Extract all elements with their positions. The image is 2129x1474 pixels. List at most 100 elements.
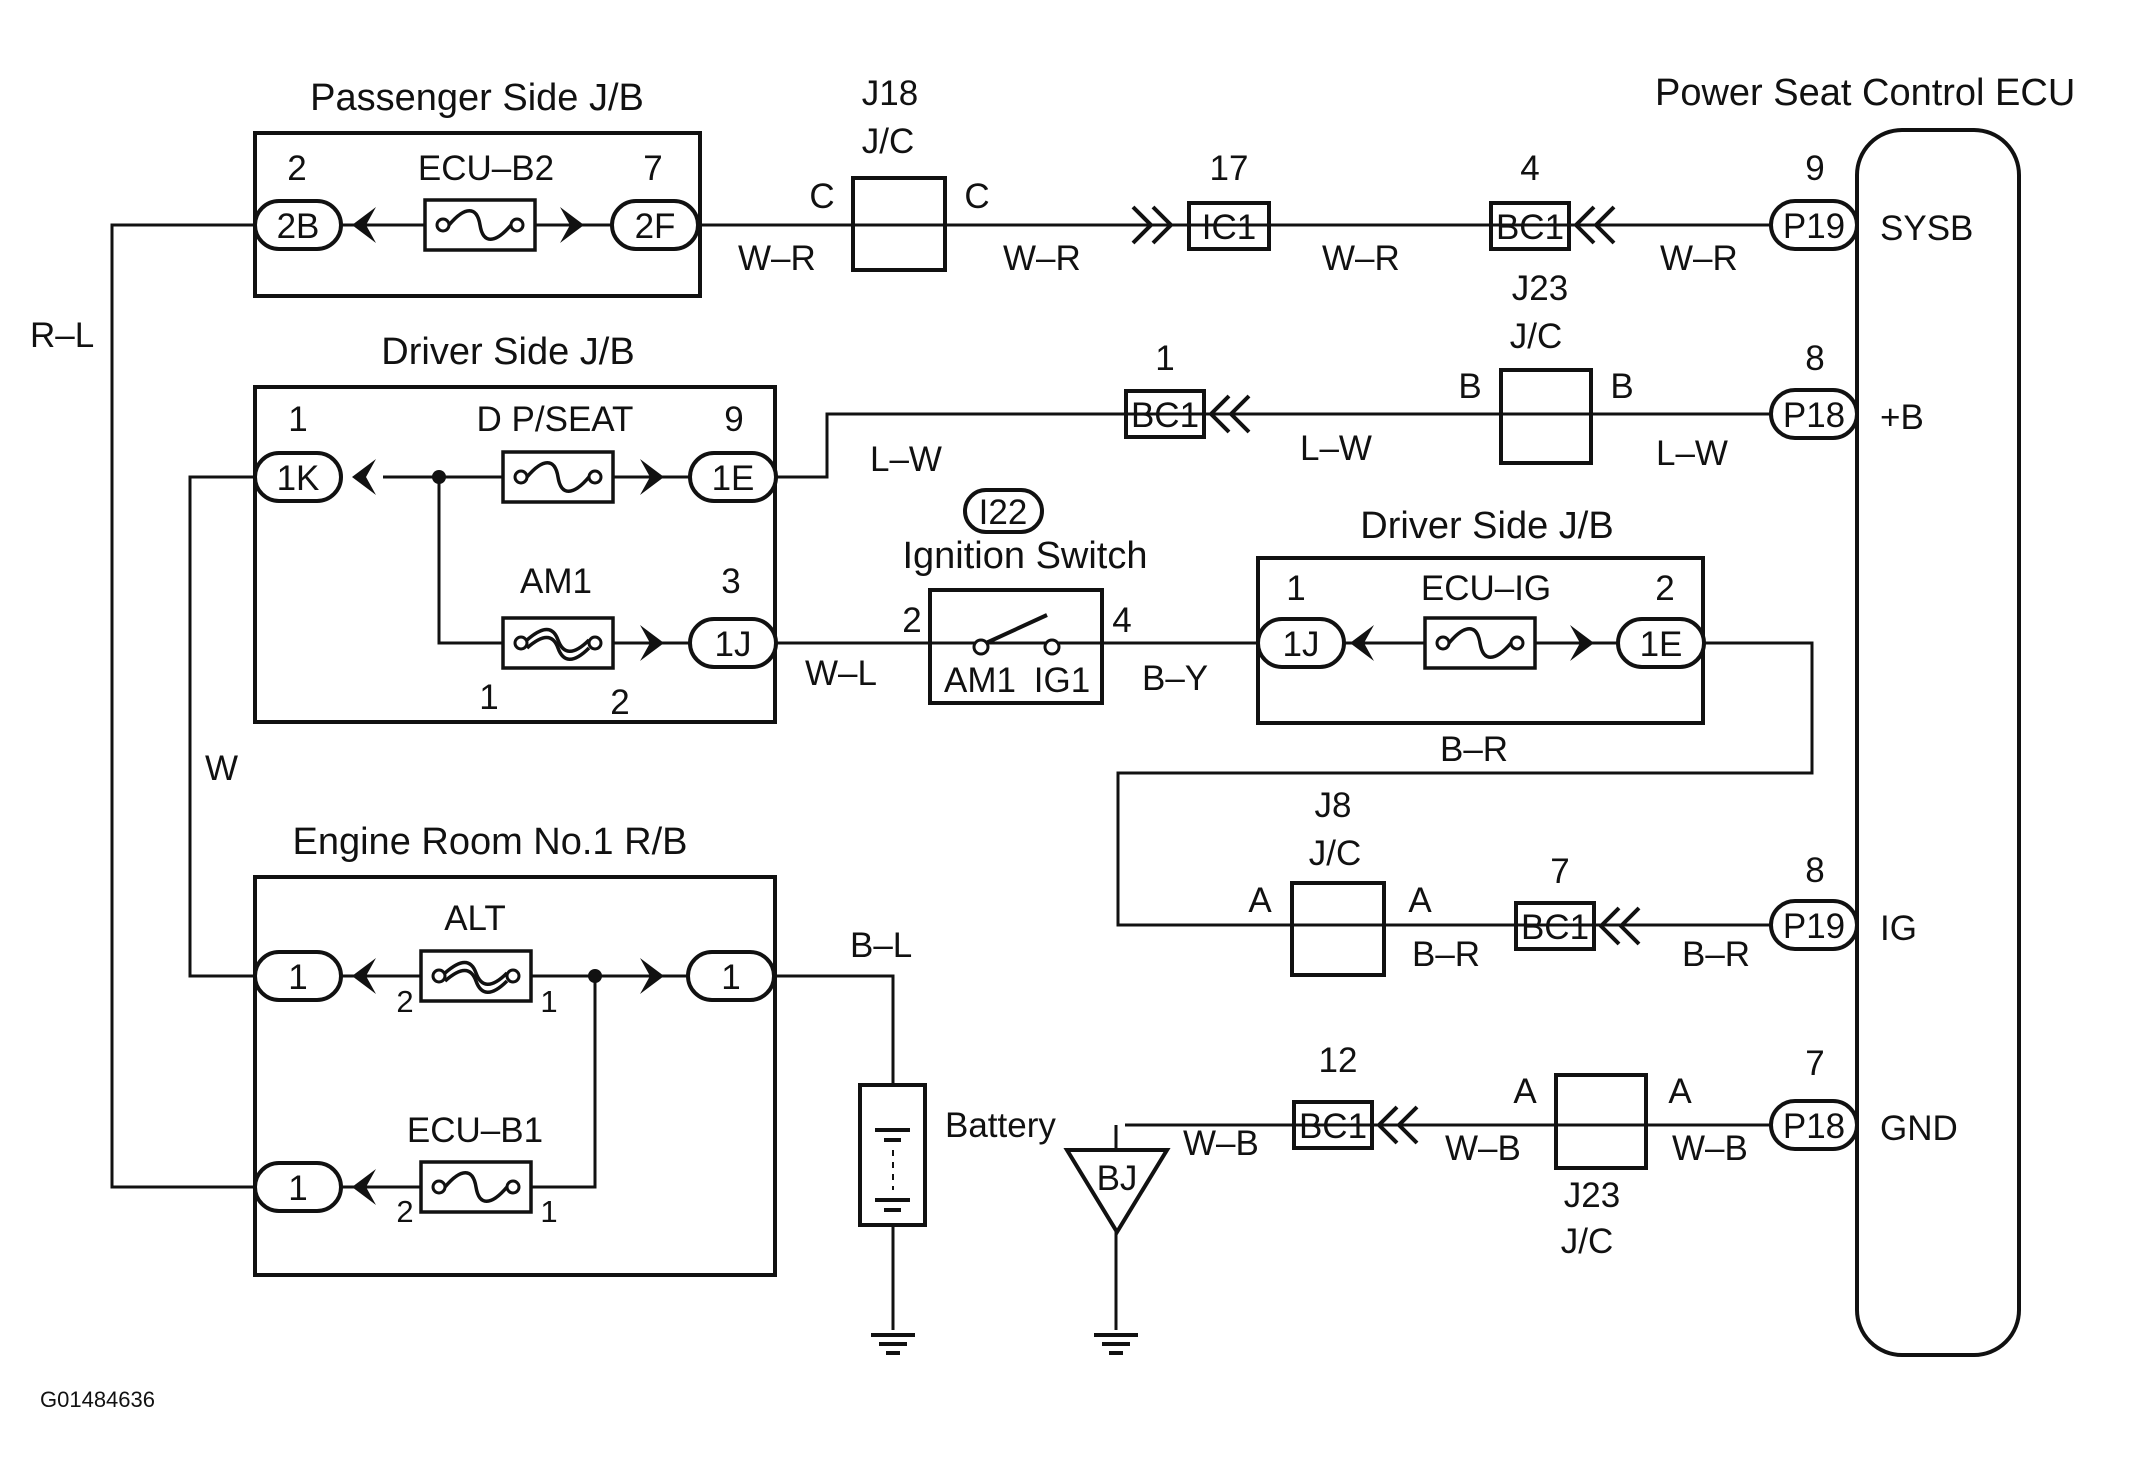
connector-pin: 4: [1520, 149, 1539, 188]
junction-connector-j23-bottom: A A J23 J/C: [1513, 1072, 1692, 1261]
fuse-ecu-b1-icon: [419, 1160, 533, 1214]
jc-pin: B: [1610, 367, 1633, 406]
fuse-label: ALT: [444, 899, 506, 938]
connector-label: BC1: [1496, 208, 1564, 247]
connector-label: 1J: [1283, 625, 1320, 664]
terminal-label: AM1: [944, 661, 1016, 700]
fuse-label: ECU–IG: [1421, 569, 1551, 608]
fuse-ecu-b2-icon: [423, 198, 537, 252]
connector-label: 1: [288, 1169, 307, 1208]
pin-number: 2: [1655, 569, 1674, 608]
wire-label-b-r: B–R: [1412, 935, 1480, 974]
passenger-side-jb: Passenger Side J/B 2 7 ECU–B2 2B 2F: [253, 77, 702, 298]
connector-label: P19: [1783, 907, 1845, 946]
pin-number: 2: [902, 601, 921, 640]
connector-label: 1J: [715, 625, 752, 664]
jc-name: J23: [1512, 269, 1568, 308]
connector-label: P18: [1783, 1107, 1845, 1146]
connector-label: BC1: [1299, 1107, 1367, 1146]
inline-connector-bc1-b: 1 BC1: [1124, 339, 1251, 439]
pin-number: 3: [721, 562, 740, 601]
jc-type: J/C: [862, 122, 915, 161]
ecu-pin-gnd: 7 P18 GND: [1769, 1044, 1958, 1151]
pin-number: 9: [724, 400, 743, 439]
wire-label-w-r: W–R: [738, 239, 816, 278]
connector-arrow-icon: [352, 459, 376, 495]
fusible-link-am1-icon: [501, 616, 615, 670]
ecu-pin-sysb: 9 P19 SYSB: [1769, 149, 1973, 251]
driver-side-jb: Driver Side J/B 1 9 D P/SEAT 1K 1E AM1 3…: [253, 331, 778, 724]
ground-point-icon: [1063, 1148, 1171, 1236]
jc-name: J23: [1564, 1176, 1620, 1215]
wire-label-l-w: L–W: [1300, 429, 1372, 468]
jc-pin: C: [964, 177, 989, 216]
jc-name: J18: [862, 74, 918, 113]
jc-type: J/C: [1510, 317, 1563, 356]
pin-number: 1: [288, 400, 307, 439]
engine-rb-title: Engine Room No.1 R/B: [293, 821, 688, 863]
ignition-switch: I22 Ignition Switch 2 4 AM1 IG1: [902, 488, 1148, 705]
jc-pin: A: [1408, 881, 1432, 920]
connector-label: BC1: [1131, 396, 1199, 435]
connector-label: P19: [1783, 207, 1845, 246]
fuse-label: D P/SEAT: [477, 400, 634, 439]
connector-label: BC1: [1521, 908, 1589, 947]
pin-number: 8: [1805, 339, 1824, 378]
wire-label-w-r: W–R: [1003, 239, 1081, 278]
junction-connector-j8: J8 J/C A A: [1248, 786, 1432, 977]
inline-connector-bc1-ig: 7 BC1: [1514, 852, 1641, 951]
wire-label-w-b: W–B: [1183, 1124, 1259, 1163]
connector-label: 2B: [277, 207, 320, 246]
fusible-link-alt-icon: [419, 949, 533, 1003]
jc-type: J/C: [1309, 834, 1362, 873]
wire-label-b-l: B–L: [850, 926, 912, 965]
signal-label: SYSB: [1880, 209, 1973, 248]
battery-icon: [858, 1083, 927, 1227]
fuse-d-p-seat-icon: [501, 450, 615, 504]
jc-pin: C: [809, 177, 834, 216]
connector-pin: 17: [1210, 149, 1249, 188]
wire-label-w-l: W–L: [805, 654, 877, 693]
pin-number: 2: [396, 1194, 413, 1229]
wire-label-b-r: B–R: [1682, 935, 1750, 974]
engine-room-rb: Engine Room No.1 R/B ALT 1 1 2 1 ECU–B1 …: [253, 821, 777, 1277]
pin-number: 2: [610, 683, 629, 722]
pin-number: 7: [643, 149, 662, 188]
fuse-label: AM1: [520, 562, 592, 601]
fuse-ecu-ig-icon: [1423, 616, 1537, 670]
connector-label: 1K: [277, 459, 320, 498]
pin-number: 2: [396, 984, 413, 1019]
junction-connector-j18: J18 J/C C C: [809, 74, 990, 272]
ground-icon: [1092, 1333, 1140, 1355]
wires: [110, 223, 1814, 1330]
ground-point-label: BJ: [1097, 1159, 1138, 1198]
driver-side-jb-ecu-ig: Driver Side J/B 1 2 ECU–IG 1J 1E: [1256, 505, 1706, 725]
connector-label: 1E: [1640, 625, 1683, 664]
diagram-code: G01484636: [40, 1387, 155, 1412]
wire-label-w-r: W–R: [1660, 239, 1738, 278]
connector-pin: 12: [1319, 1041, 1358, 1080]
ecu-pin-b: 8 P18 +B: [1769, 339, 1924, 440]
signal-label: GND: [1880, 1109, 1958, 1148]
battery: B–L Battery: [850, 926, 1056, 1355]
pin-number: 4: [1112, 601, 1131, 640]
ignition-title: Ignition Switch: [902, 535, 1147, 577]
pin-number: 9: [1805, 149, 1824, 188]
connector-label: P18: [1783, 396, 1845, 435]
battery-label: Battery: [945, 1106, 1056, 1145]
signal-label: IG: [1880, 909, 1917, 948]
pin-number: 1: [540, 984, 557, 1019]
driver-jb2-title: Driver Side J/B: [1360, 505, 1613, 547]
pin-number: 8: [1805, 851, 1824, 890]
ignition-connector: I22: [979, 493, 1028, 532]
passenger-jb-title: Passenger Side J/B: [310, 77, 644, 119]
jc-pin: A: [1513, 1072, 1537, 1111]
wire-label-l-w: L–W: [870, 440, 942, 479]
jc-pin: A: [1248, 881, 1272, 920]
wire-label-b-y: B–Y: [1142, 659, 1208, 698]
wire-label-w-r: W–R: [1322, 239, 1400, 278]
pin-number: 2: [287, 149, 306, 188]
inline-connector-bc1-sysb: 4 BC1: [1489, 149, 1616, 251]
inline-connector-ic1: 17 IC1: [1131, 149, 1271, 251]
